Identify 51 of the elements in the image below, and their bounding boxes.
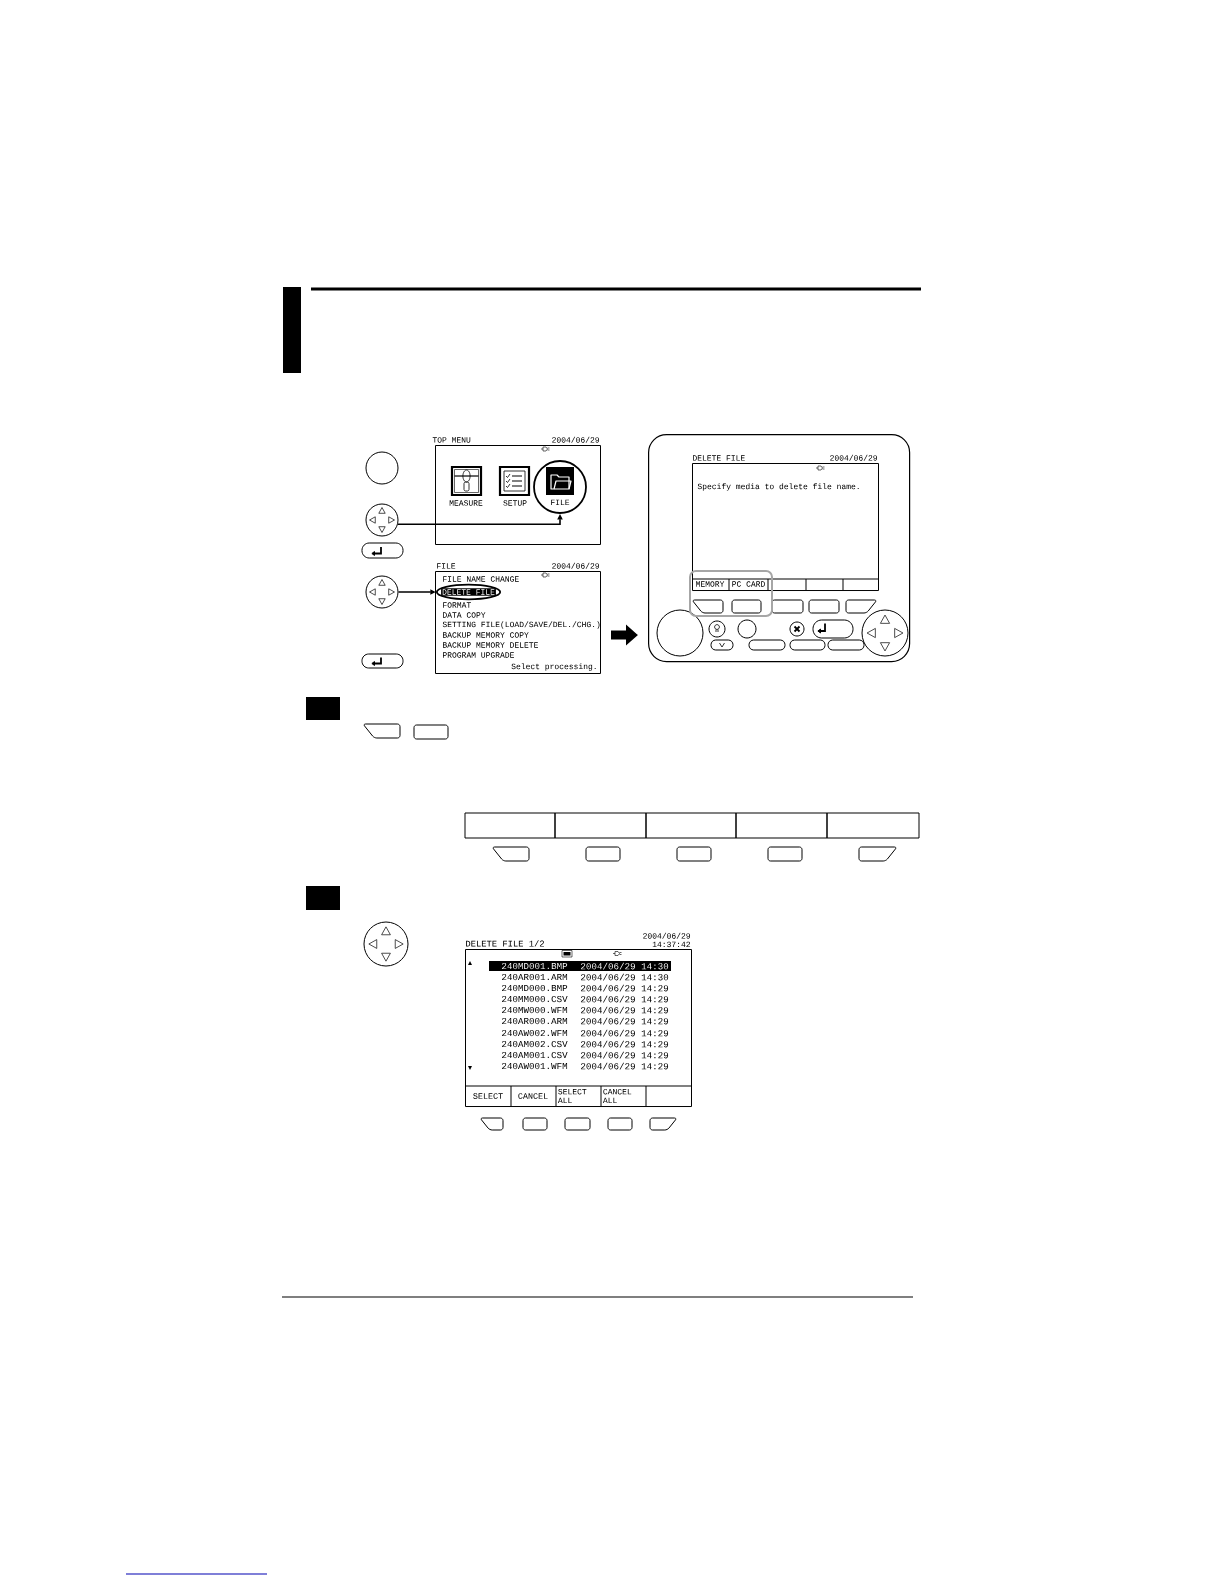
icon-caption: SETUP [503,500,527,506]
file-date: 2004/06/29 14:30 [581,973,669,981]
device-body [648,434,911,663]
file-date: 2004/06/29 14:29 [581,1006,669,1014]
date-text: 2004/06/29 [830,454,878,461]
file-date: 2004/06/29 14:29 [581,1040,669,1048]
date-text: 2004/06/29 [643,932,691,939]
file-date: 2004/06/29 14:29 [581,995,669,1003]
softkey-label: CANCEL ALL [602,1088,632,1104]
icon-caption: MEASURE [449,500,483,506]
selection-oval: DELETE FILE [435,583,502,601]
softkey-label: PC CARD [732,581,765,587]
menu-item: FILE NAME CHANGE [443,576,519,582]
file-name: 240AM001.CSV [502,1051,568,1059]
screen-title: DELETE FILE [693,455,745,461]
menu-item: DATA COPY [443,612,486,618]
menu-item: SETTING FILE(LOAD/SAVE/DEL./CHG.) [442,621,600,629]
screen-title: DELETE FILE 1/2 [466,940,544,947]
screen-title: TOP MENU [432,437,471,443]
menu-item: BACKUP MEMORY DELETE [443,642,538,648]
softkey-label: CANCEL [518,1093,548,1099]
file-date: 2004/06/29 14:29 [581,1017,669,1025]
file-name: 240MD000.BMP [502,984,568,992]
file-name: 240AR001.ARM [502,973,568,981]
menu-item: FORMAT [443,602,471,608]
file-date: 2004/06/29 14:29 [581,984,669,992]
date-text: 2004/06/29 [552,562,600,569]
file-date: 2004/06/29 14:30 [581,962,669,970]
file-date: 2004/06/29 14:29 [581,1029,669,1037]
file-name: 240AW001.WFM [502,1062,568,1070]
softkey-label: SELECT [473,1093,503,1099]
cursor-key [365,575,399,609]
time-text: 14:37:42 [652,941,691,948]
file-date: 2004/06/29 14:29 [581,1062,669,1070]
menu-item: BACKUP MEMORY COPY [443,632,529,638]
menu-item: PROGRAM UPGRADE [443,652,514,658]
message-text: Specify media to delete file name. [697,483,859,491]
file-name: 240AM002.CSV [502,1040,568,1048]
arrow [397,514,563,526]
softkey-label: MEMORY [696,581,725,587]
date-text: 2004/06/29 [552,436,600,443]
file-date: 2004/06/29 14:29 [581,1051,669,1059]
status-text: Select processing. [511,663,596,671]
file-name: 240MM000.CSV [502,995,568,1003]
file-name: 240MD001.BMP [502,962,568,970]
file-name: 240AW002.WFM [502,1029,568,1037]
cursor-key [365,503,399,537]
file-name: 240AR000.ARM [502,1017,568,1025]
screen-title: FILE [437,563,456,569]
softkey-label: SELECT ALL [557,1088,587,1104]
file-name: 240MW000.WFM [502,1006,568,1014]
